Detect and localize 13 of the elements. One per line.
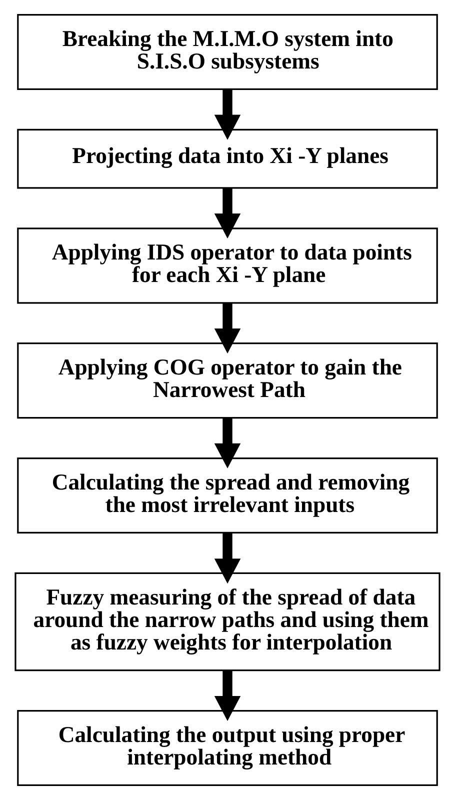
arrow bbox=[214, 533, 241, 584]
arrow bbox=[214, 89, 241, 140]
node-box: Breaking the M.I.M.O system into S.I.S.O subsystems bbox=[17, 14, 438, 90]
node-box: Applying IDS operator to data points for each Xi -Y plane bbox=[17, 228, 438, 304]
node-box: Projecting data into Xi -Y planes bbox=[17, 128, 438, 189]
node-box: Applying COG operator to gain the Narrowest Path bbox=[17, 342, 438, 419]
node-box: Calculating the spread and removing the most irrelevant inputs bbox=[17, 457, 438, 534]
arrow bbox=[214, 303, 241, 354]
node-box: Fuzzy measuring of the spread of data around the narrow paths and using them as fuzzy weights for interpolation bbox=[14, 572, 440, 672]
arrow bbox=[214, 670, 241, 721]
node-box: Calculating the output using proper interpolating method bbox=[17, 710, 438, 786]
arrow bbox=[214, 188, 241, 238]
arrow bbox=[214, 418, 241, 468]
